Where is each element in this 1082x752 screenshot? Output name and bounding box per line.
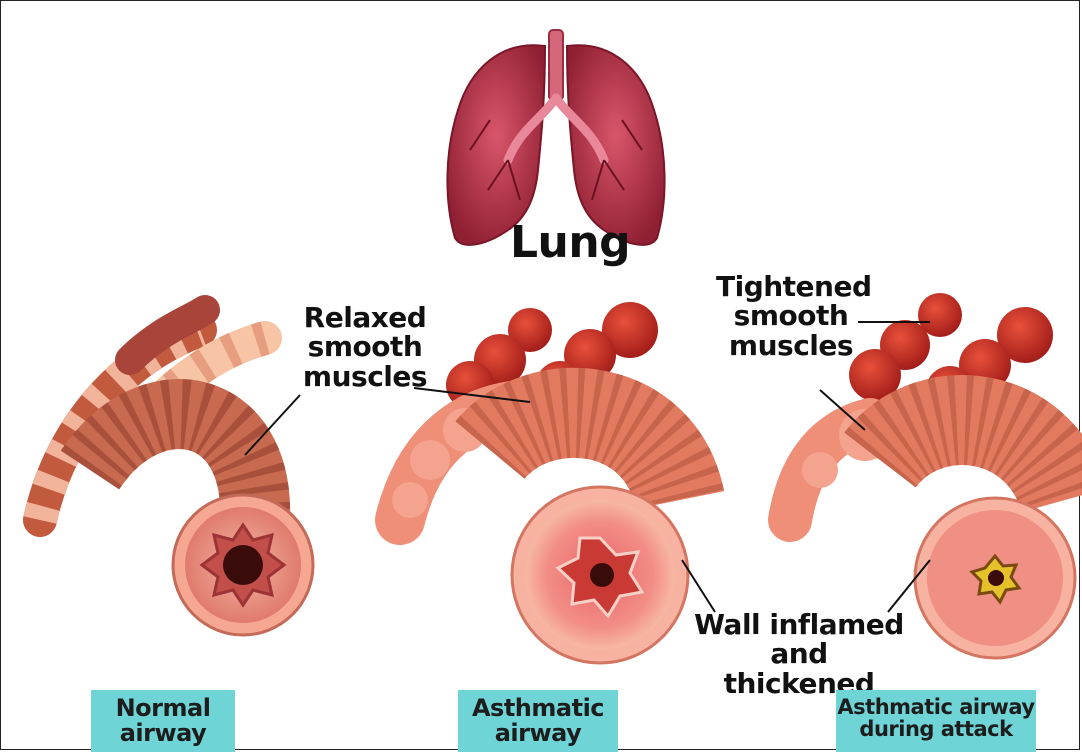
label-line: Relaxed	[300, 303, 430, 332]
caption-line: Normal	[91, 696, 235, 721]
label-line: muscles	[300, 362, 430, 391]
relaxed-smooth-muscles-label: Relaxed smooth muscles	[300, 303, 430, 391]
label-line: smooth	[300, 332, 430, 361]
attack-airway-caption: Asthmatic airway during attack	[836, 690, 1036, 752]
caption-line: Asthmatic airway	[836, 696, 1036, 718]
lung-icon	[447, 30, 664, 245]
tightened-smooth-muscles-label: Tightened smooth muscles	[716, 272, 866, 360]
caption-line: airway	[91, 721, 235, 746]
normal-airway-illustration	[40, 310, 313, 635]
asthmatic-airway-caption: Asthmatic airway	[458, 690, 618, 752]
caption-line: Asthmatic	[458, 696, 618, 721]
caption-line: during attack	[836, 718, 1036, 740]
normal-airway-caption: Normal airway	[91, 690, 235, 752]
label-line: Tightened	[716, 272, 866, 301]
label-line: Wall inflamed	[694, 610, 904, 639]
wall-inflamed-label: Wall inflamed and thickened	[694, 610, 904, 698]
label-line: smooth	[716, 301, 866, 330]
label-line: muscles	[716, 331, 866, 360]
asthmatic-airway-illustration	[392, 302, 715, 663]
caption-line: airway	[458, 721, 618, 746]
lung-title: Lung	[510, 220, 630, 266]
